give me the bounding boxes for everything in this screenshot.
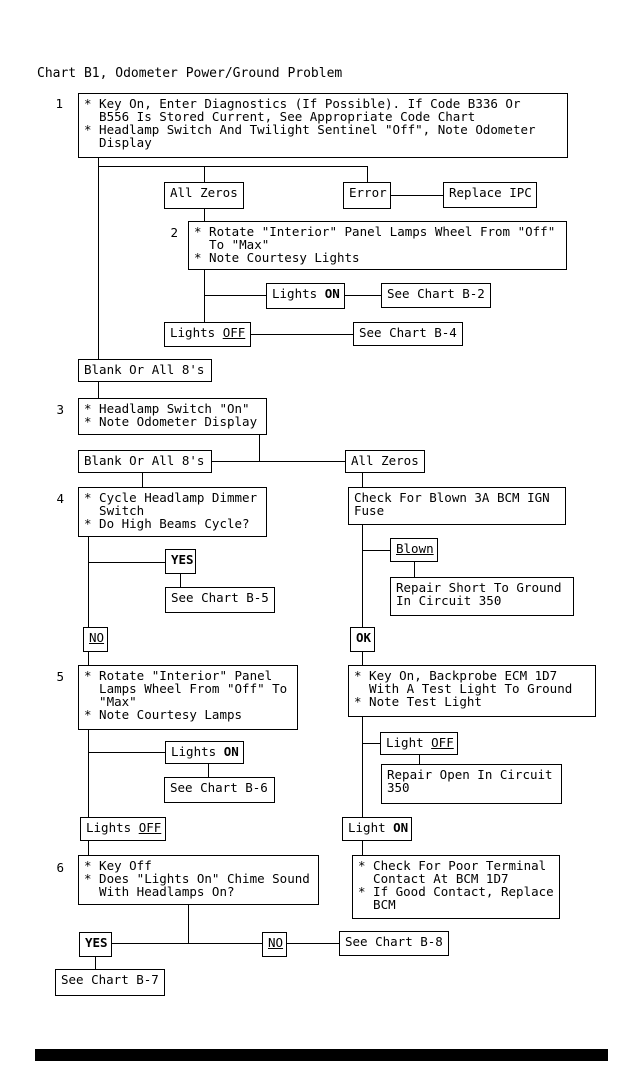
node-see-chart-b7: See Chart B-7 [55,969,165,996]
node-blown: Blown [390,538,438,562]
connector [88,752,165,753]
connector [414,562,415,577]
connector [88,652,89,665]
connector [88,562,165,563]
node-lights-on-2: Lights ON [165,741,244,764]
node-see-chart-b4: See Chart B-4 [353,322,463,346]
ok-keyword: OK [356,630,372,645]
connector [88,730,89,817]
connector [362,525,363,627]
footer-black-bar [35,1049,608,1061]
connector [142,473,143,487]
connector [98,166,99,359]
step-6-box: * Key Off * Does "Lights On" Chime Sound… [78,855,319,905]
yes-1-keyword: YES [171,552,194,567]
node-see-chart-b6: See Chart B-6 [164,777,275,803]
node-replace-ipc: Replace IPC [443,182,537,208]
connector [367,166,368,182]
node-blank-or-all-8s-1: Blank Or All 8's [78,359,212,382]
connector [98,166,367,167]
node-check-fuse: Check For Blown 3A BCM IGN Fuse [348,487,566,525]
step-number-6: 6 [56,860,64,875]
step-number-1: 1 [55,96,63,111]
node-see-chart-b8: See Chart B-8 [339,931,449,956]
chart-title: Chart B1, Odometer Power/Ground Problem [37,66,343,81]
connector [95,957,96,969]
node-lights-on-1: Lights ON [266,283,345,309]
connector [287,943,339,944]
light-off-label: Light [386,735,432,750]
node-light-on: Light ON [342,817,412,841]
connector [251,334,353,335]
connector [362,841,363,855]
connector [419,755,420,764]
step-4-box: * Cycle Headlamp Dimmer Switch * Do High… [78,487,267,537]
node-blank-or-all-8s-2: Blank Or All 8's [78,450,212,473]
node-lights-off-1: Lights OFF [164,322,251,347]
node-yes-1: YES [165,549,196,574]
node-repair-open: Repair Open In Circuit 350 [381,764,562,804]
connector [362,717,363,817]
lights-on-1-keyword: ON [324,286,340,301]
node-all-zeros-1: All Zeros [164,182,244,209]
step-5-box: * Rotate "Interior" Panel Lamps Wheel Fr… [78,665,298,730]
node-light-off: Light OFF [380,732,458,755]
lights-off-2-keyword: OFF [138,820,162,835]
connector [208,764,209,777]
connector [362,473,363,487]
connector [188,905,189,943]
connector [204,209,205,221]
node-no-1: NO [83,627,108,652]
node-check-terminal: * Check For Poor Terminal Contact At BCM… [352,855,560,919]
node-no-2: NO [262,932,287,957]
connector [362,743,380,744]
step-number-5: 5 [56,669,64,684]
light-on-label: Light [348,820,394,835]
no-1-keyword: NO [89,630,105,645]
lights-on-1-label: Lights [272,286,325,301]
lights-off-1-keyword: OFF [222,325,246,340]
light-on-keyword: ON [393,820,409,835]
node-repair-short: Repair Short To Ground In Circuit 350 [390,577,574,616]
no-2-keyword: NO [268,935,284,950]
connector [212,461,345,462]
lights-on-2-keyword: ON [223,744,239,759]
blown-keyword: Blown [396,541,434,556]
step-number-3: 3 [56,402,64,417]
connector [204,166,205,182]
node-yes-2: YES [79,932,112,957]
connector [345,295,381,296]
lights-off-1-label: Lights [170,325,223,340]
connector [98,382,99,398]
connector [259,435,260,461]
connector [88,537,89,627]
connector [112,943,262,944]
connector [362,550,390,551]
yes-2-keyword: YES [85,935,108,950]
connector [391,195,443,196]
node-see-chart-b5: See Chart B-5 [165,587,275,613]
node-all-zeros-2: All Zeros [345,450,425,473]
step-3-box: * Headlamp Switch "On" * Note Odometer D… [78,398,267,435]
node-see-chart-b2: See Chart B-2 [381,283,491,308]
node-lights-off-2: Lights OFF [80,817,166,841]
light-off-keyword: OFF [431,735,454,750]
step-number-2: 2 [170,225,178,240]
node-error: Error [343,182,391,209]
connector [88,841,89,855]
step-number-4: 4 [56,491,64,506]
lights-off-2-label: Lights [86,820,139,835]
connector [362,652,363,665]
connector [204,270,205,322]
lights-on-2-label: Lights [171,744,224,759]
step-1-box: * Key On, Enter Diagnostics (If Possible… [78,93,568,158]
connector [98,158,99,166]
connector [180,574,181,587]
node-backprobe: * Key On, Backprobe ECM 1D7 With A Test … [348,665,596,717]
node-ok: OK [350,627,375,652]
step-2-box: * Rotate "Interior" Panel Lamps Wheel Fr… [188,221,567,270]
connector [204,295,266,296]
